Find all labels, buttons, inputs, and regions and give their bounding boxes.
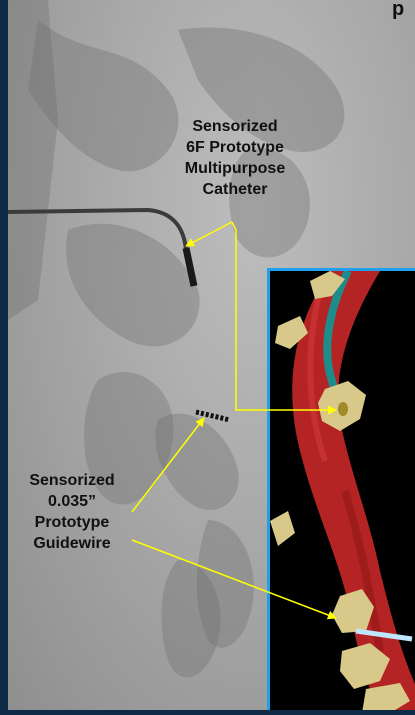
catheter-label-line4: Catheter	[160, 179, 310, 200]
catheter-label-line1: Sensorized	[160, 116, 310, 137]
guidewire-shadow	[196, 412, 230, 420]
guidewire-label-line2: 0.035”	[12, 491, 132, 512]
guidewire-label-line4: Guidewire	[12, 533, 132, 554]
catheter-model-tip	[338, 402, 348, 416]
catheter-label: Sensorized 6F Prototype Multipurpose Cat…	[160, 116, 310, 200]
partial-title-glyph: p	[392, 0, 404, 21]
guidewire-label-line3: Prototype	[12, 512, 132, 533]
vessel-3d-inset	[267, 268, 415, 710]
vessel-3d-render	[270, 271, 415, 710]
catheter-label-line3: Multipurpose	[160, 158, 310, 179]
catheter-label-line2: 6F Prototype	[160, 137, 310, 158]
guidewire-label: Sensorized 0.035” Prototype Guidewire	[12, 470, 132, 554]
left-rail	[0, 0, 8, 710]
guidewire-label-line1: Sensorized	[12, 470, 132, 491]
